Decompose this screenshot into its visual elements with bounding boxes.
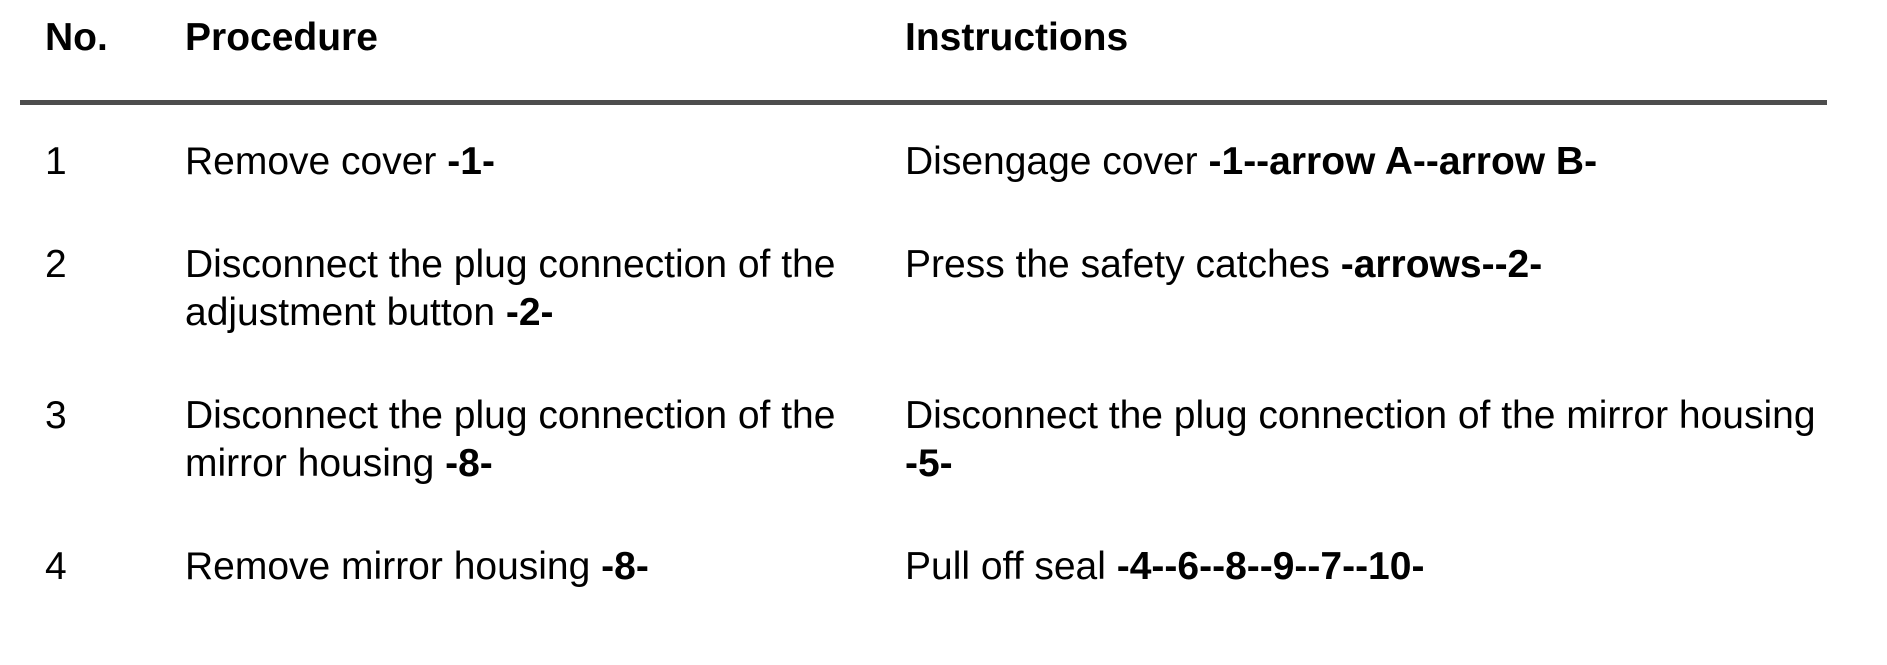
text-run: Disconnect the plug connection of the mi… (905, 394, 1816, 437)
cell-no: 3 (45, 394, 67, 437)
procedure-table: No. Procedure Instructions 1 Remove cover… (20, 14, 1887, 591)
cell-procedure: Disconnect the plug connection of the mi… (185, 392, 905, 488)
table-header-row: No. Procedure Instructions (20, 14, 1827, 105)
column-header-procedure: Procedure (185, 16, 378, 59)
cell-no: 1 (45, 140, 67, 183)
part-reference: -1- (447, 140, 495, 183)
part-reference: -1--arrow A--arrow B- (1208, 140, 1598, 183)
text-run: Pull off seal (905, 545, 1117, 588)
part-reference: -arrows--2- (1340, 243, 1543, 286)
part-reference: -8- (445, 442, 493, 485)
text-run: Disengage cover (905, 140, 1209, 183)
table-row: 2 Disconnect the plug connection of the a… (45, 241, 1887, 337)
cell-procedure: Disconnect the plug connection of the ad… (185, 241, 905, 337)
text-run: Disconnect the plug connection of the mi… (185, 394, 836, 485)
cell-no: 4 (45, 545, 67, 588)
cell-instructions: Disconnect the plug connection of the mi… (905, 392, 1845, 488)
part-reference: -8- (601, 545, 649, 588)
text-run: Disconnect the plug connection of the ad… (185, 243, 836, 334)
column-header-no: No. (45, 16, 108, 59)
column-header-instructions: Instructions (905, 16, 1129, 59)
text-run: Press the safety catches (905, 243, 1341, 286)
text-run: Remove cover (185, 140, 448, 183)
part-reference: -5- (905, 442, 953, 485)
cell-no: 2 (45, 243, 67, 286)
cell-instructions: Press the safety catches -arrows--2- (905, 241, 1845, 337)
part-reference: -4--6--8--9--7--10- (1116, 545, 1425, 588)
part-reference: -2- (505, 291, 554, 334)
cell-procedure: Remove mirror housing -8- (185, 543, 905, 591)
cell-instructions: Disengage cover -1--arrow A--arrow B- (905, 138, 1845, 186)
cell-instructions: Pull off seal -4--6--8--9--7--10- (905, 543, 1845, 591)
table-row: 3 Disconnect the plug connection of the m… (45, 392, 1887, 488)
text-run: Remove mirror housing (185, 545, 602, 588)
cell-procedure: Remove cover -1- (185, 138, 905, 186)
